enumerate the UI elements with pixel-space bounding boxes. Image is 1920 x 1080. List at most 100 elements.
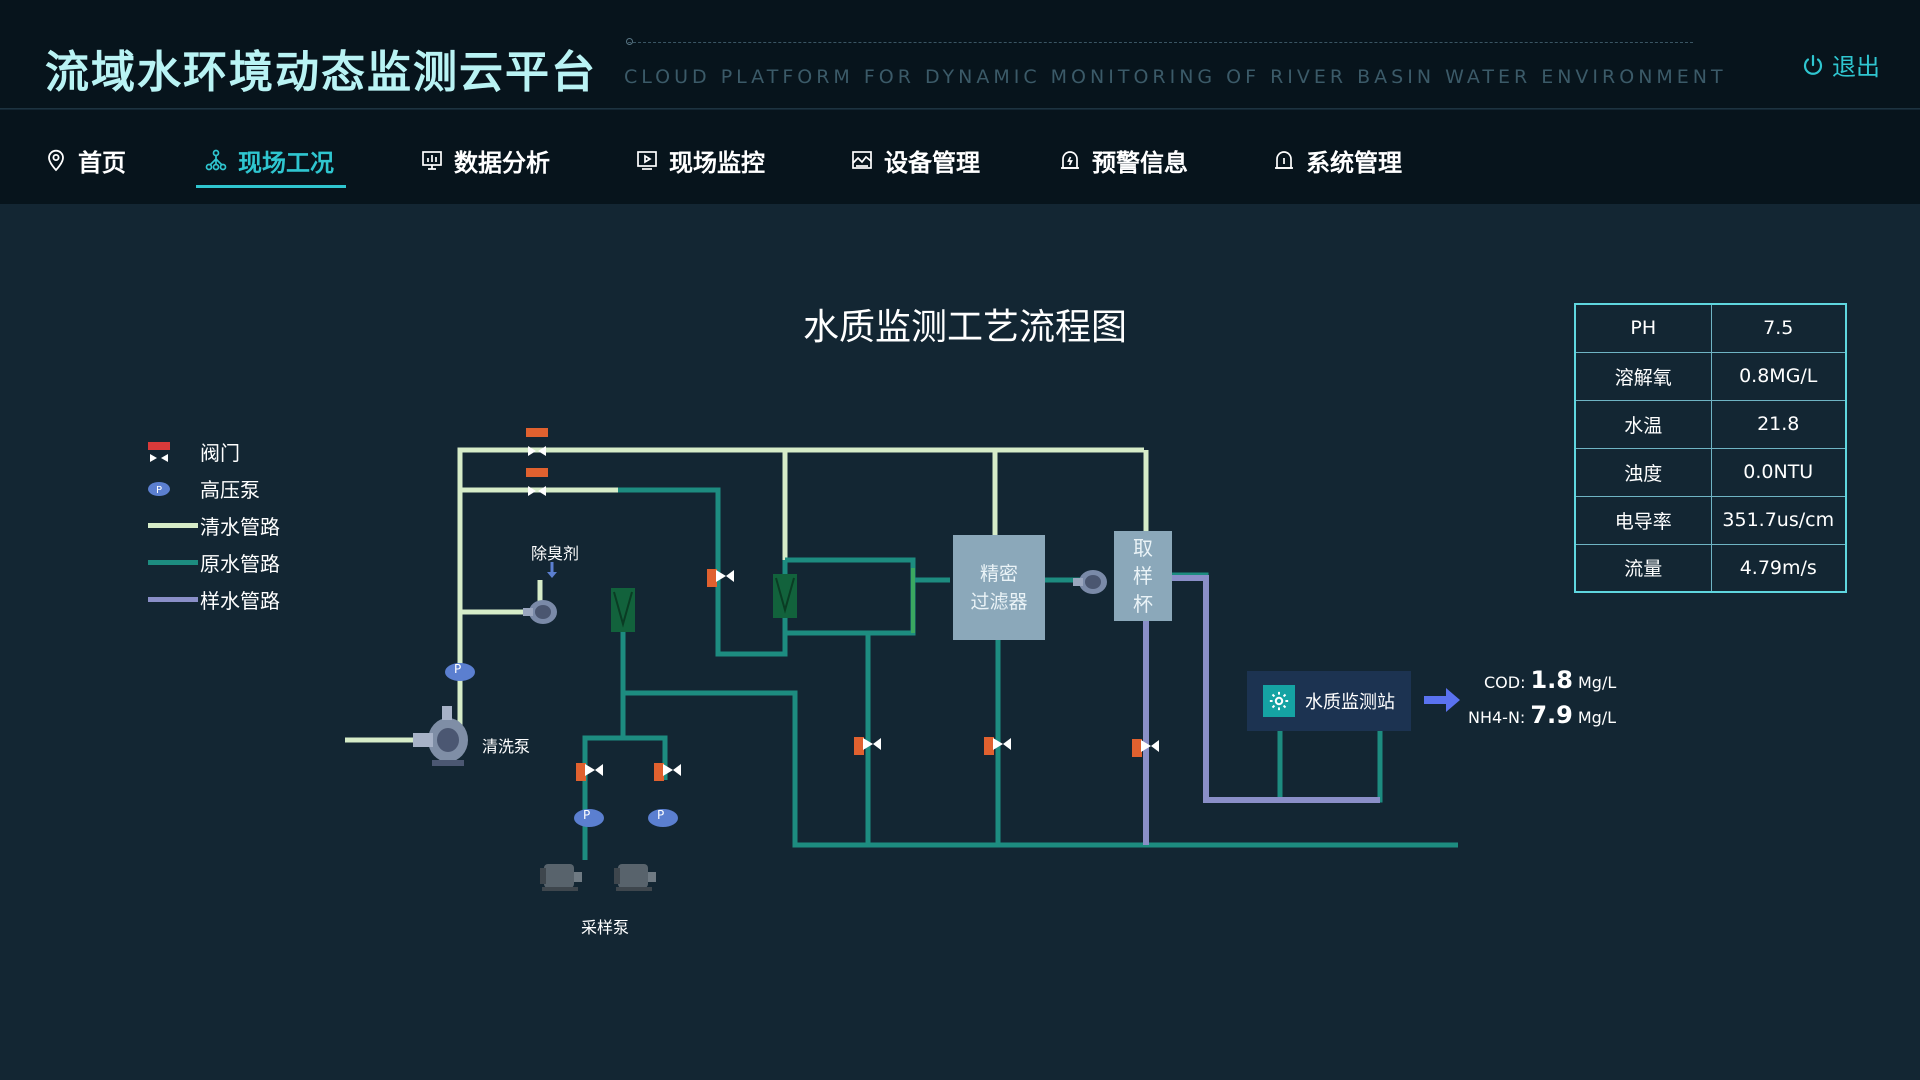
table-row: 流量 4.79m/s xyxy=(1574,543,1847,593)
power-icon xyxy=(1803,54,1823,75)
param-name: PH xyxy=(1574,303,1712,353)
sample-water-swatch xyxy=(148,597,198,602)
legend-item-raw-water: 原水管路 xyxy=(148,544,280,581)
logout-button[interactable]: 退出 xyxy=(1801,47,1880,82)
param-value: 4.79m/s xyxy=(1710,543,1847,593)
wash-pump-icon xyxy=(413,706,468,766)
cup-label-3: 杯 xyxy=(1133,592,1153,616)
water-parameter-table: PH 7.5 溶解氧 0.8MG/L 水温 21.8 浊度 0.0NTU 电导率… xyxy=(1574,303,1847,593)
legend-label: 样水管路 xyxy=(200,589,280,613)
sampling-motor-1 xyxy=(540,864,582,891)
deodorant-pump-icon xyxy=(523,600,557,624)
reading-name: NH4-N: xyxy=(1468,708,1526,727)
param-name: 浊度 xyxy=(1574,447,1712,497)
cup-label-2: 样 xyxy=(1133,564,1153,588)
station-label: 水质监测站 xyxy=(1305,692,1395,713)
location-pin-icon xyxy=(48,149,64,172)
nav-label: 系统管理 xyxy=(1306,148,1402,177)
legend-label: 高压泵 xyxy=(200,478,260,502)
raw-water-swatch xyxy=(148,560,198,565)
clean-water-swatch xyxy=(148,523,198,528)
subtitle-decoration-dot xyxy=(626,38,633,45)
legend-item-pump: P 高压泵 xyxy=(148,470,280,507)
filter-label-1: 精密 xyxy=(979,562,1018,585)
diagram-title: 水质监测工艺流程图 xyxy=(802,307,1127,348)
sample-pump-label: 采样泵 xyxy=(581,918,630,937)
system-alarm-icon xyxy=(1275,151,1293,169)
pump-letter: P xyxy=(583,808,591,822)
param-name: 电导率 xyxy=(1574,495,1712,545)
sampling-cup[interactable]: 取 样 杯 xyxy=(1114,531,1172,621)
wash-pump-label: 清洗泵 xyxy=(482,737,531,756)
param-value: 0.8MG/L xyxy=(1710,351,1847,401)
nav-label: 现场监控 xyxy=(669,148,765,177)
gear-icon xyxy=(1263,685,1295,717)
readings-panel: COD: 1.8 Mg/L NH4-N: 7.9 Mg/L xyxy=(1468,666,1616,736)
param-name: 流量 xyxy=(1574,543,1712,593)
sample-water-pipes xyxy=(1143,575,1380,845)
monitor-chart-icon xyxy=(422,151,442,170)
top-header: 流域水环境动态监测云平台 CLOUD PLATFORM FOR DYNAMIC … xyxy=(0,0,1920,109)
legend-item-valve: 阀门 xyxy=(148,433,280,470)
param-value: 7.5 xyxy=(1710,303,1847,353)
sampling-motor-2 xyxy=(614,864,656,891)
table-row: 浊度 0.0NTU xyxy=(1574,447,1847,497)
cup-label-1: 取 xyxy=(1133,536,1153,560)
platform-title: 流域水环境动态监测云平台 xyxy=(45,47,597,98)
legend-label: 原水管路 xyxy=(200,552,280,576)
nav-label: 首页 xyxy=(78,148,126,177)
pump-icon: P xyxy=(148,481,170,496)
param-name: 水温 xyxy=(1574,399,1712,449)
pump-letter: P xyxy=(657,808,665,822)
nav-label: 现场工况 xyxy=(238,148,334,177)
nav-label: 数据分析 xyxy=(454,148,550,177)
nav-item-equipment[interactable]: 设备管理 xyxy=(850,134,980,186)
alarm-icon xyxy=(1061,151,1079,169)
param-value: 351.7us/cm xyxy=(1710,495,1847,545)
pump-letter: P xyxy=(454,662,462,676)
valve-sample-1 xyxy=(576,763,603,781)
precision-filter[interactable]: 精密 过滤器 xyxy=(953,535,1045,640)
output-arrowhead-icon xyxy=(1446,688,1460,712)
pump-letter: P xyxy=(156,485,162,496)
param-value: 21.8 xyxy=(1710,399,1847,449)
main-nav: 首页 现场工况 数据分析 现场监控 设备管理 预警信息 系统管 xyxy=(0,110,1920,204)
legend: 阀门 P 高压泵 清水管路 原水管路 样水管路 xyxy=(148,433,280,618)
network-icon xyxy=(205,149,227,171)
raw-filter-2 xyxy=(772,573,798,619)
nav-label: 设备管理 xyxy=(884,148,980,177)
subtitle-decoration-line xyxy=(628,42,1693,43)
nav-item-alerts[interactable]: 预警信息 xyxy=(1058,134,1188,186)
video-play-icon xyxy=(637,151,657,170)
nav-item-system[interactable]: 系统管理 xyxy=(1272,134,1402,186)
table-row: 电导率 351.7us/cm xyxy=(1574,495,1847,545)
water-quality-station[interactable]: 水质监测站 xyxy=(1247,671,1411,731)
equipment-chart-icon xyxy=(852,151,872,169)
valve-icon xyxy=(148,441,170,462)
legend-label: 阀门 xyxy=(200,441,240,465)
platform-subtitle: CLOUD PLATFORM FOR DYNAMIC MONITORING OF… xyxy=(624,66,1727,88)
table-row: 水温 21.8 xyxy=(1574,399,1847,449)
cup-feed-pump-icon xyxy=(1073,570,1107,594)
legend-label: 清水管路 xyxy=(200,515,280,539)
nav-item-home[interactable]: 首页 xyxy=(44,134,126,186)
reading-name: COD: xyxy=(1484,673,1526,692)
reading-value: 7.9 xyxy=(1530,701,1573,729)
reading-cod: COD: 1.8 Mg/L xyxy=(1468,666,1616,701)
raw-filter-1 xyxy=(610,587,636,633)
nav-item-site-monitor[interactable]: 现场监控 xyxy=(635,134,765,186)
reading-nh4n: NH4-N: 7.9 Mg/L xyxy=(1468,701,1616,736)
reading-unit: Mg/L xyxy=(1577,708,1617,727)
nav-label: 预警信息 xyxy=(1092,148,1188,177)
param-value: 0.0NTU xyxy=(1710,447,1847,497)
legend-item-sample-water: 样水管路 xyxy=(148,581,280,618)
nav-item-site-status[interactable]: 现场工况 xyxy=(196,134,346,188)
reading-unit: Mg/L xyxy=(1578,673,1617,692)
filter-label-2: 过滤器 xyxy=(970,590,1028,613)
nav-item-data-analysis[interactable]: 数据分析 xyxy=(420,134,550,186)
logout-label: 退出 xyxy=(1832,53,1880,81)
table-row: 溶解氧 0.8MG/L xyxy=(1574,351,1847,401)
table-row: PH 7.5 xyxy=(1574,303,1847,353)
deodorant-arrowhead-icon xyxy=(547,572,557,578)
